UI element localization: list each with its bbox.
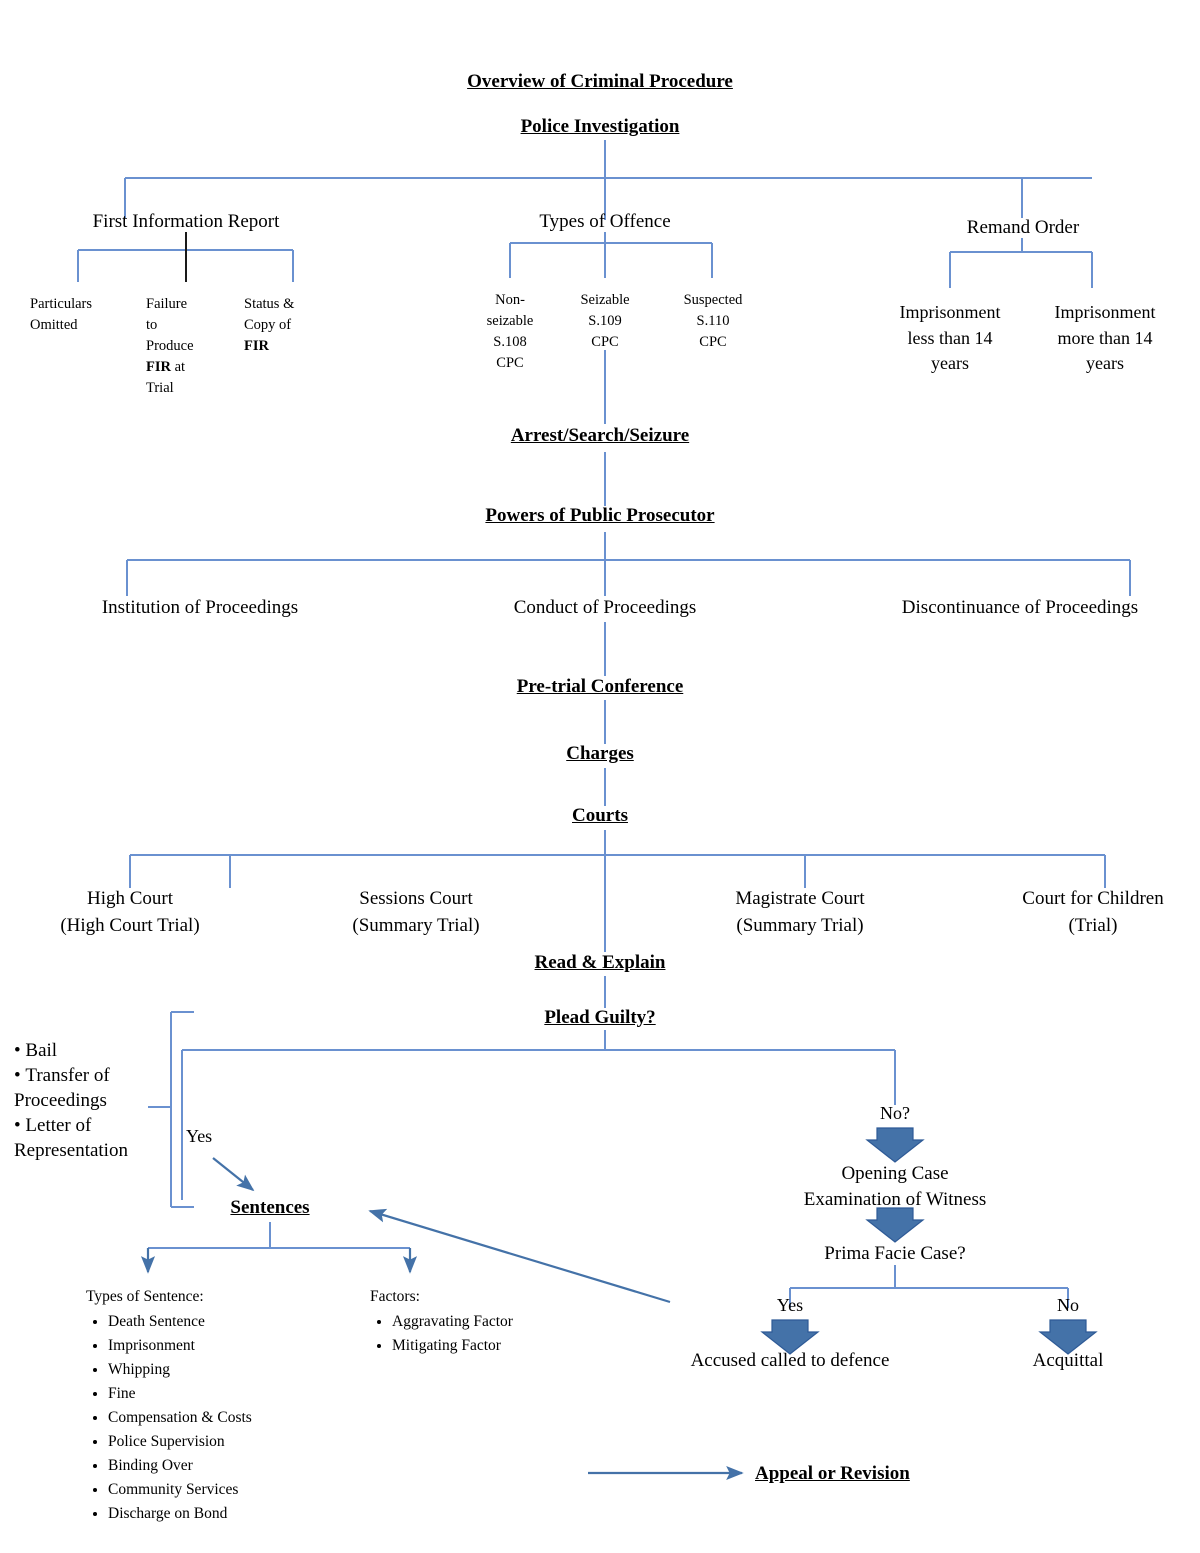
courts-child-3-line-1: Court for Children xyxy=(1022,888,1164,909)
offence-child-0: Non- seizable S.108 CPC xyxy=(462,290,558,374)
node-first-information-report: First Information Report xyxy=(92,211,280,232)
remand-child-1: Imprisonment more than 14 years xyxy=(1022,300,1188,377)
sentences-column-0: Types of Sentence: Death Sentence Impris… xyxy=(86,1285,252,1526)
side-bullets: • Bail • Transfer of Proceedings • Lette… xyxy=(14,1038,164,1163)
sentences-column-1: Factors: Aggravating Factor Mitigating F… xyxy=(370,1285,513,1358)
fir-child-0-line-1: Omitted xyxy=(30,317,78,334)
offence-child-0-line-1: seizable xyxy=(486,313,534,330)
node-pre-trial-conference: Pre-trial Conference xyxy=(516,676,684,697)
fir-child-2: Status & Copy of FIR xyxy=(244,294,354,357)
courts-child-0: High Court (High Court Trial) xyxy=(50,886,210,940)
fir-child-1-line-0: Failure xyxy=(146,296,188,312)
fir-child-0-line-0: Particulars xyxy=(30,296,93,312)
label-prima-no: No xyxy=(1057,1295,1079,1315)
node-accused-called-to-defence: Accused called to defence xyxy=(690,1350,890,1371)
offence-child-1-line-1: S.109 xyxy=(588,313,622,330)
courts-child-0-line-1: High Court xyxy=(86,888,174,909)
label-yes-plead: Yes xyxy=(186,1126,213,1146)
offence-child-2-line-2: CPC xyxy=(699,334,727,351)
list-item: Death Sentence xyxy=(108,1310,252,1334)
offence-child-0-line-2: S.108 xyxy=(493,334,527,351)
offence-child-2: Suspected S.110 CPC xyxy=(658,290,768,353)
list-item: Imprisonment xyxy=(108,1334,252,1358)
courts-child-3: Court for Children (Trial) xyxy=(988,886,1198,940)
side-bullet-0-label: Bail xyxy=(25,1040,58,1061)
node-remand-order: Remand Order xyxy=(966,217,1080,238)
remand-child-0-line-2: years xyxy=(931,353,969,374)
sentences-column-1-heading: Factors: xyxy=(370,1288,420,1305)
side-bullet-2: • Letter of Representation xyxy=(14,1115,128,1162)
prosecutor-child-1: Conduct of Proceedings xyxy=(513,597,697,618)
node-prima-facie-case: Prima Facie Case? xyxy=(824,1243,966,1264)
offence-child-2-line-0: Suspected xyxy=(683,292,743,308)
list-item: Compensation & Costs xyxy=(108,1406,252,1430)
fir-child-1: Failure to Produce FIR at Trial xyxy=(146,294,246,399)
list-item: Community Services xyxy=(108,1478,252,1502)
node-courts: Courts xyxy=(572,805,628,826)
courts-child-1-line-1: Sessions Court xyxy=(359,888,473,909)
offence-child-0-line-0: Non- xyxy=(495,292,525,308)
label-prima-yes: Yes xyxy=(776,1295,804,1315)
node-plead-guilty: Plead Guilty? xyxy=(544,1007,656,1028)
side-bullet-0: • Bail xyxy=(14,1040,58,1061)
remand-child-0: Imprisonment less than 14 years xyxy=(872,300,1028,377)
fir-child-1-line-1: to xyxy=(146,317,158,334)
block-arrow-no xyxy=(865,1127,925,1163)
fir-child-1-line-2: Produce xyxy=(146,338,194,355)
prosecutor-child-2: Discontinuance of Proceedings xyxy=(901,597,1139,618)
node-sentences: Sentences xyxy=(230,1197,310,1218)
courts-child-3-line-2: (Trial) xyxy=(1068,914,1118,936)
node-charges: Charges xyxy=(566,743,634,764)
node-powers-of-public-prosecutor: Powers of Public Prosecutor xyxy=(485,505,715,526)
courts-child-2: Magistrate Court (Summary Trial) xyxy=(700,886,900,940)
node-police-investigation: Police Investigation xyxy=(520,116,680,137)
node-read-and-explain: Read & Explain xyxy=(534,952,666,973)
remand-child-1-line-2: years xyxy=(1086,353,1124,374)
courts-child-1-line-2: (Summary Trial) xyxy=(352,914,480,936)
remand-child-1-line-1: more than 14 xyxy=(1057,327,1153,348)
sentences-column-0-heading: Types of Sentence: xyxy=(86,1288,204,1305)
page-title: Overview of Criminal Procedure xyxy=(467,71,733,92)
side-bullet-2-label: Letter of Representation xyxy=(14,1115,128,1162)
remand-child-0-line-0: Imprisonment xyxy=(899,302,1001,322)
offence-child-1: Seizable S.109 CPC xyxy=(557,290,653,353)
label-no-plead: No? xyxy=(880,1103,910,1123)
list-item: Discharge on Bond xyxy=(108,1502,252,1526)
prosecutor-child-0: Institution of Proceedings xyxy=(101,597,299,618)
fir-child-0: Particulars Omitted xyxy=(30,294,130,336)
node-acquittal: Acquittal xyxy=(1032,1350,1104,1371)
courts-child-2-line-1: Magistrate Court xyxy=(735,888,865,909)
remand-child-1-line-0: Imprisonment xyxy=(1054,302,1156,322)
list-item: Mitigating Factor xyxy=(392,1334,513,1358)
list-item: Aggravating Factor xyxy=(392,1310,513,1334)
list-item: Police Supervision xyxy=(108,1430,252,1454)
offence-child-1-line-2: CPC xyxy=(591,334,619,351)
sentences-column-0-list: Death Sentence Imprisonment Whipping Fin… xyxy=(86,1310,252,1526)
side-bullet-1: • Transfer of Proceedings xyxy=(14,1065,110,1112)
list-item: Fine xyxy=(108,1382,252,1406)
node-appeal-or-revision: Appeal or Revision xyxy=(755,1463,910,1484)
fir-child-2-line-0: Status & xyxy=(244,296,295,312)
courts-child-2-line-2: (Summary Trial) xyxy=(736,914,864,936)
offence-child-2-line-1: S.110 xyxy=(696,313,730,330)
node-arrest-search-seizure: Arrest/Search/Seizure xyxy=(510,425,690,446)
node-opening-case: Opening Case xyxy=(841,1163,949,1184)
offence-child-0-line-3: CPC xyxy=(496,355,524,372)
fir-child-1-line-4: Trial xyxy=(146,380,174,397)
node-types-of-offence: Types of Offence xyxy=(539,211,671,232)
courts-child-0-line-2: (High Court Trial) xyxy=(60,914,200,936)
fir-child-2-line-1: Copy of xyxy=(244,317,292,334)
courts-child-1: Sessions Court (Summary Trial) xyxy=(320,886,512,940)
remand-child-0-line-1: less than 14 xyxy=(907,327,993,348)
fir-child-1-line-3: FIR at xyxy=(146,359,186,376)
block-arrow-opening-case xyxy=(865,1207,925,1243)
list-item: Binding Over xyxy=(108,1454,252,1478)
fir-child-2-line-2: FIR xyxy=(244,338,269,355)
side-bullet-1-label: Transfer of Proceedings xyxy=(14,1065,110,1112)
node-examination-of-witness: Examination of Witness xyxy=(803,1189,987,1210)
offence-child-1-line-0: Seizable xyxy=(580,292,630,308)
sentences-column-1-list: Aggravating Factor Mitigating Factor xyxy=(370,1310,513,1358)
list-item: Whipping xyxy=(108,1358,252,1382)
